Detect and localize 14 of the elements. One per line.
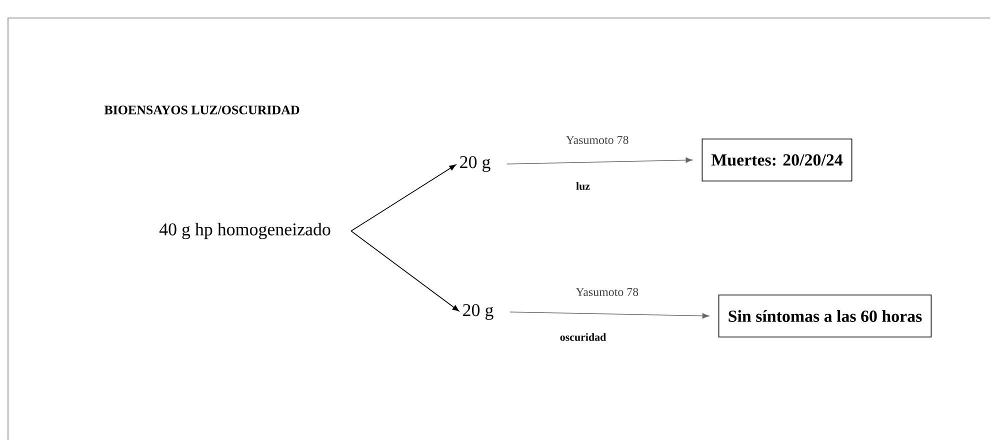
edge-label: Yasumoto 78 (564, 134, 630, 146)
condition-label: oscuridad (560, 333, 606, 341)
result-box: Sin síntomas a las 60 horas (718, 294, 932, 338)
sample-text: 20 g (463, 304, 494, 320)
arrow (350, 230, 460, 312)
sample-text: 20 g (460, 156, 490, 172)
edge-label: Yasumoto 78 (574, 286, 640, 298)
condition-label: luz (576, 182, 590, 190)
result-box: Muertes: 20/20/24 (702, 138, 852, 182)
arrow (510, 312, 710, 319)
arrow (506, 157, 692, 164)
title: BIOENSAYOS LUZ/OSCURIDAD (104, 106, 300, 114)
sample-text: 40 g hp homogeneizado (159, 222, 330, 240)
arrow (350, 164, 456, 232)
